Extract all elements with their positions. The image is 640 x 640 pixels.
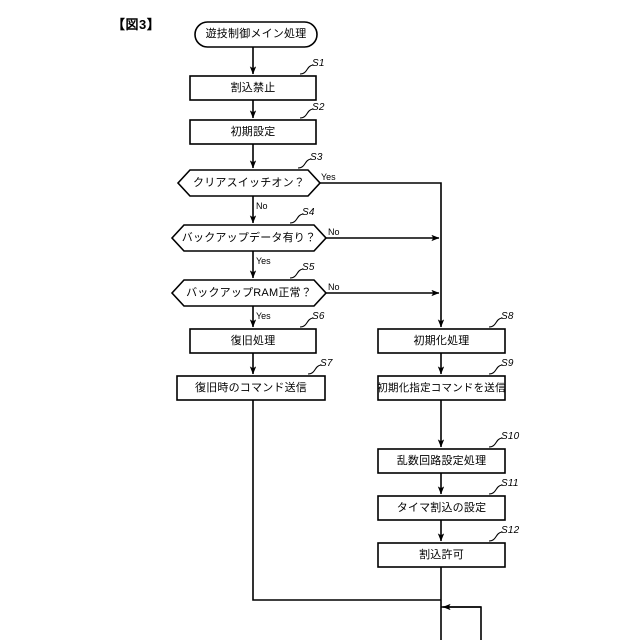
leader-s4 — [289, 213, 304, 224]
node-shape-s6 — [189, 328, 317, 354]
branch-label-s5-no: No — [328, 282, 340, 292]
leader-s12 — [488, 531, 503, 542]
step-tag-s6: S6 — [312, 311, 325, 322]
node-label-s12: 割込許可 — [419, 548, 464, 561]
step-tag-s5: S5 — [302, 262, 315, 273]
step-tag-s2: S2 — [312, 102, 325, 113]
leader-s9 — [488, 364, 503, 375]
node-label-s5: バックアップRAM正常？ — [186, 286, 312, 299]
node-label-s8: 初期化処理 — [413, 334, 470, 347]
node-label-s4: バックアップデータ有り？ — [181, 231, 317, 244]
node-label-s11: タイマ割込の設定 — [396, 501, 487, 514]
step-tag-s8: S8 — [501, 311, 514, 322]
figure-title: 【図3】 — [112, 17, 161, 32]
step-tag-s9: S9 — [501, 358, 514, 369]
node-shape-s7 — [176, 375, 326, 401]
branch-label-s4-yes: Yes — [256, 256, 271, 266]
bottom-loop-path — [441, 606, 482, 640]
node-shape-s9 — [377, 375, 506, 401]
leader-s5 — [289, 268, 304, 279]
leader-s3 — [297, 158, 312, 169]
step-tag-s1: S1 — [312, 58, 325, 69]
step-tag-s7: S7 — [320, 358, 333, 369]
link-s3-yes — [320, 182, 445, 328]
node-label-s1: 割込禁止 — [230, 81, 276, 94]
leader-s1 — [299, 64, 314, 75]
leader-s8 — [488, 317, 503, 328]
step-tag-s10: S10 — [501, 431, 520, 442]
node-shape-start — [194, 21, 318, 48]
node-shape-s8 — [377, 328, 506, 354]
branch-label-s3-no: No — [256, 201, 268, 211]
step-tag-s11: S11 — [501, 478, 519, 489]
leader-s7 — [307, 364, 322, 375]
link-s7-merge — [252, 400, 441, 601]
node-shape-s2 — [189, 119, 317, 145]
step-tag-s4: S4 — [302, 207, 315, 218]
node-shape-s1 — [189, 75, 317, 101]
node-shape-s12 — [377, 542, 506, 568]
leader-s11 — [488, 484, 503, 495]
node-shape-s11 — [377, 495, 506, 521]
branch-label-s4-no: No — [328, 227, 340, 237]
node-label-start: 遊技制御メイン処理 — [205, 28, 307, 40]
node-label-s7: 復旧時のコマンド送信 — [195, 381, 307, 394]
step-tag-s3: S3 — [310, 152, 323, 163]
branch-label-s3-yes: Yes — [321, 172, 336, 182]
node-label-s2: 初期設定 — [230, 125, 276, 138]
node-label-s6: 復旧処理 — [230, 334, 276, 347]
node-label-s3: クリアスイッチオン？ — [193, 176, 305, 189]
node-label-s9: 初期化指定コマンドを送信 — [377, 381, 506, 394]
leader-s2 — [299, 108, 314, 119]
leader-s6 — [299, 317, 314, 328]
branch-label-s5-yes: Yes — [256, 311, 271, 321]
leader-s10 — [488, 437, 503, 448]
node-label-s10: 乱数回路設定処理 — [396, 454, 487, 467]
node-shape-s10 — [377, 448, 506, 474]
step-tag-s12: S12 — [501, 525, 520, 536]
